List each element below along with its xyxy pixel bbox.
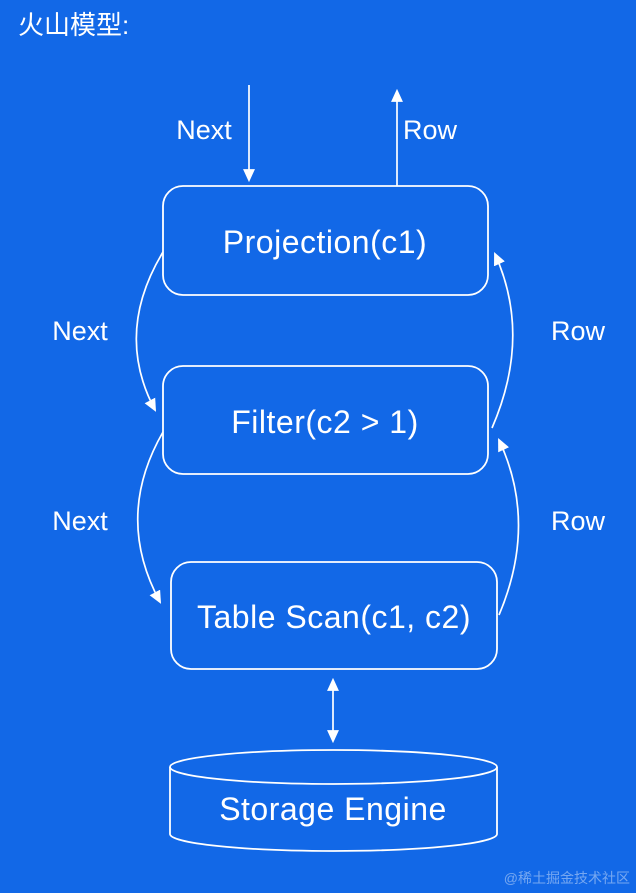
edge-label-next-mid2: Next xyxy=(52,506,108,536)
page-title: 火山模型: xyxy=(18,10,129,40)
node-filter-label: Filter(c2 > 1) xyxy=(231,404,418,440)
edge-label-row-mid1: Row xyxy=(551,316,606,346)
row-curve-filter-to-projection-icon xyxy=(491,252,514,429)
row-curve-table-scan-to-filter-icon xyxy=(498,438,520,616)
node-table-scan-box xyxy=(170,561,498,670)
watermark: @稀土掘金技术社区 xyxy=(504,870,630,886)
node-storage-engine-label: Storage Engine xyxy=(219,791,447,827)
next-curve-projection-to-filter-icon xyxy=(135,251,164,412)
node-storage-engine-top xyxy=(169,749,498,785)
node-projection-label: Projection(c1) xyxy=(223,224,427,260)
next-curve-filter-to-table-scan-icon xyxy=(136,431,164,604)
node-table-scan-label: Table Scan(c1, c2) xyxy=(197,599,471,635)
edge-label-next-mid1: Next xyxy=(52,316,108,346)
edge-label-row-top: Row xyxy=(403,115,458,145)
node-filter-box xyxy=(162,365,489,475)
node-storage-engine-body xyxy=(169,767,498,852)
node-projection-box xyxy=(162,185,489,296)
edge-label-next-top: Next xyxy=(176,115,232,145)
edge-label-row-mid2: Row xyxy=(551,506,606,536)
